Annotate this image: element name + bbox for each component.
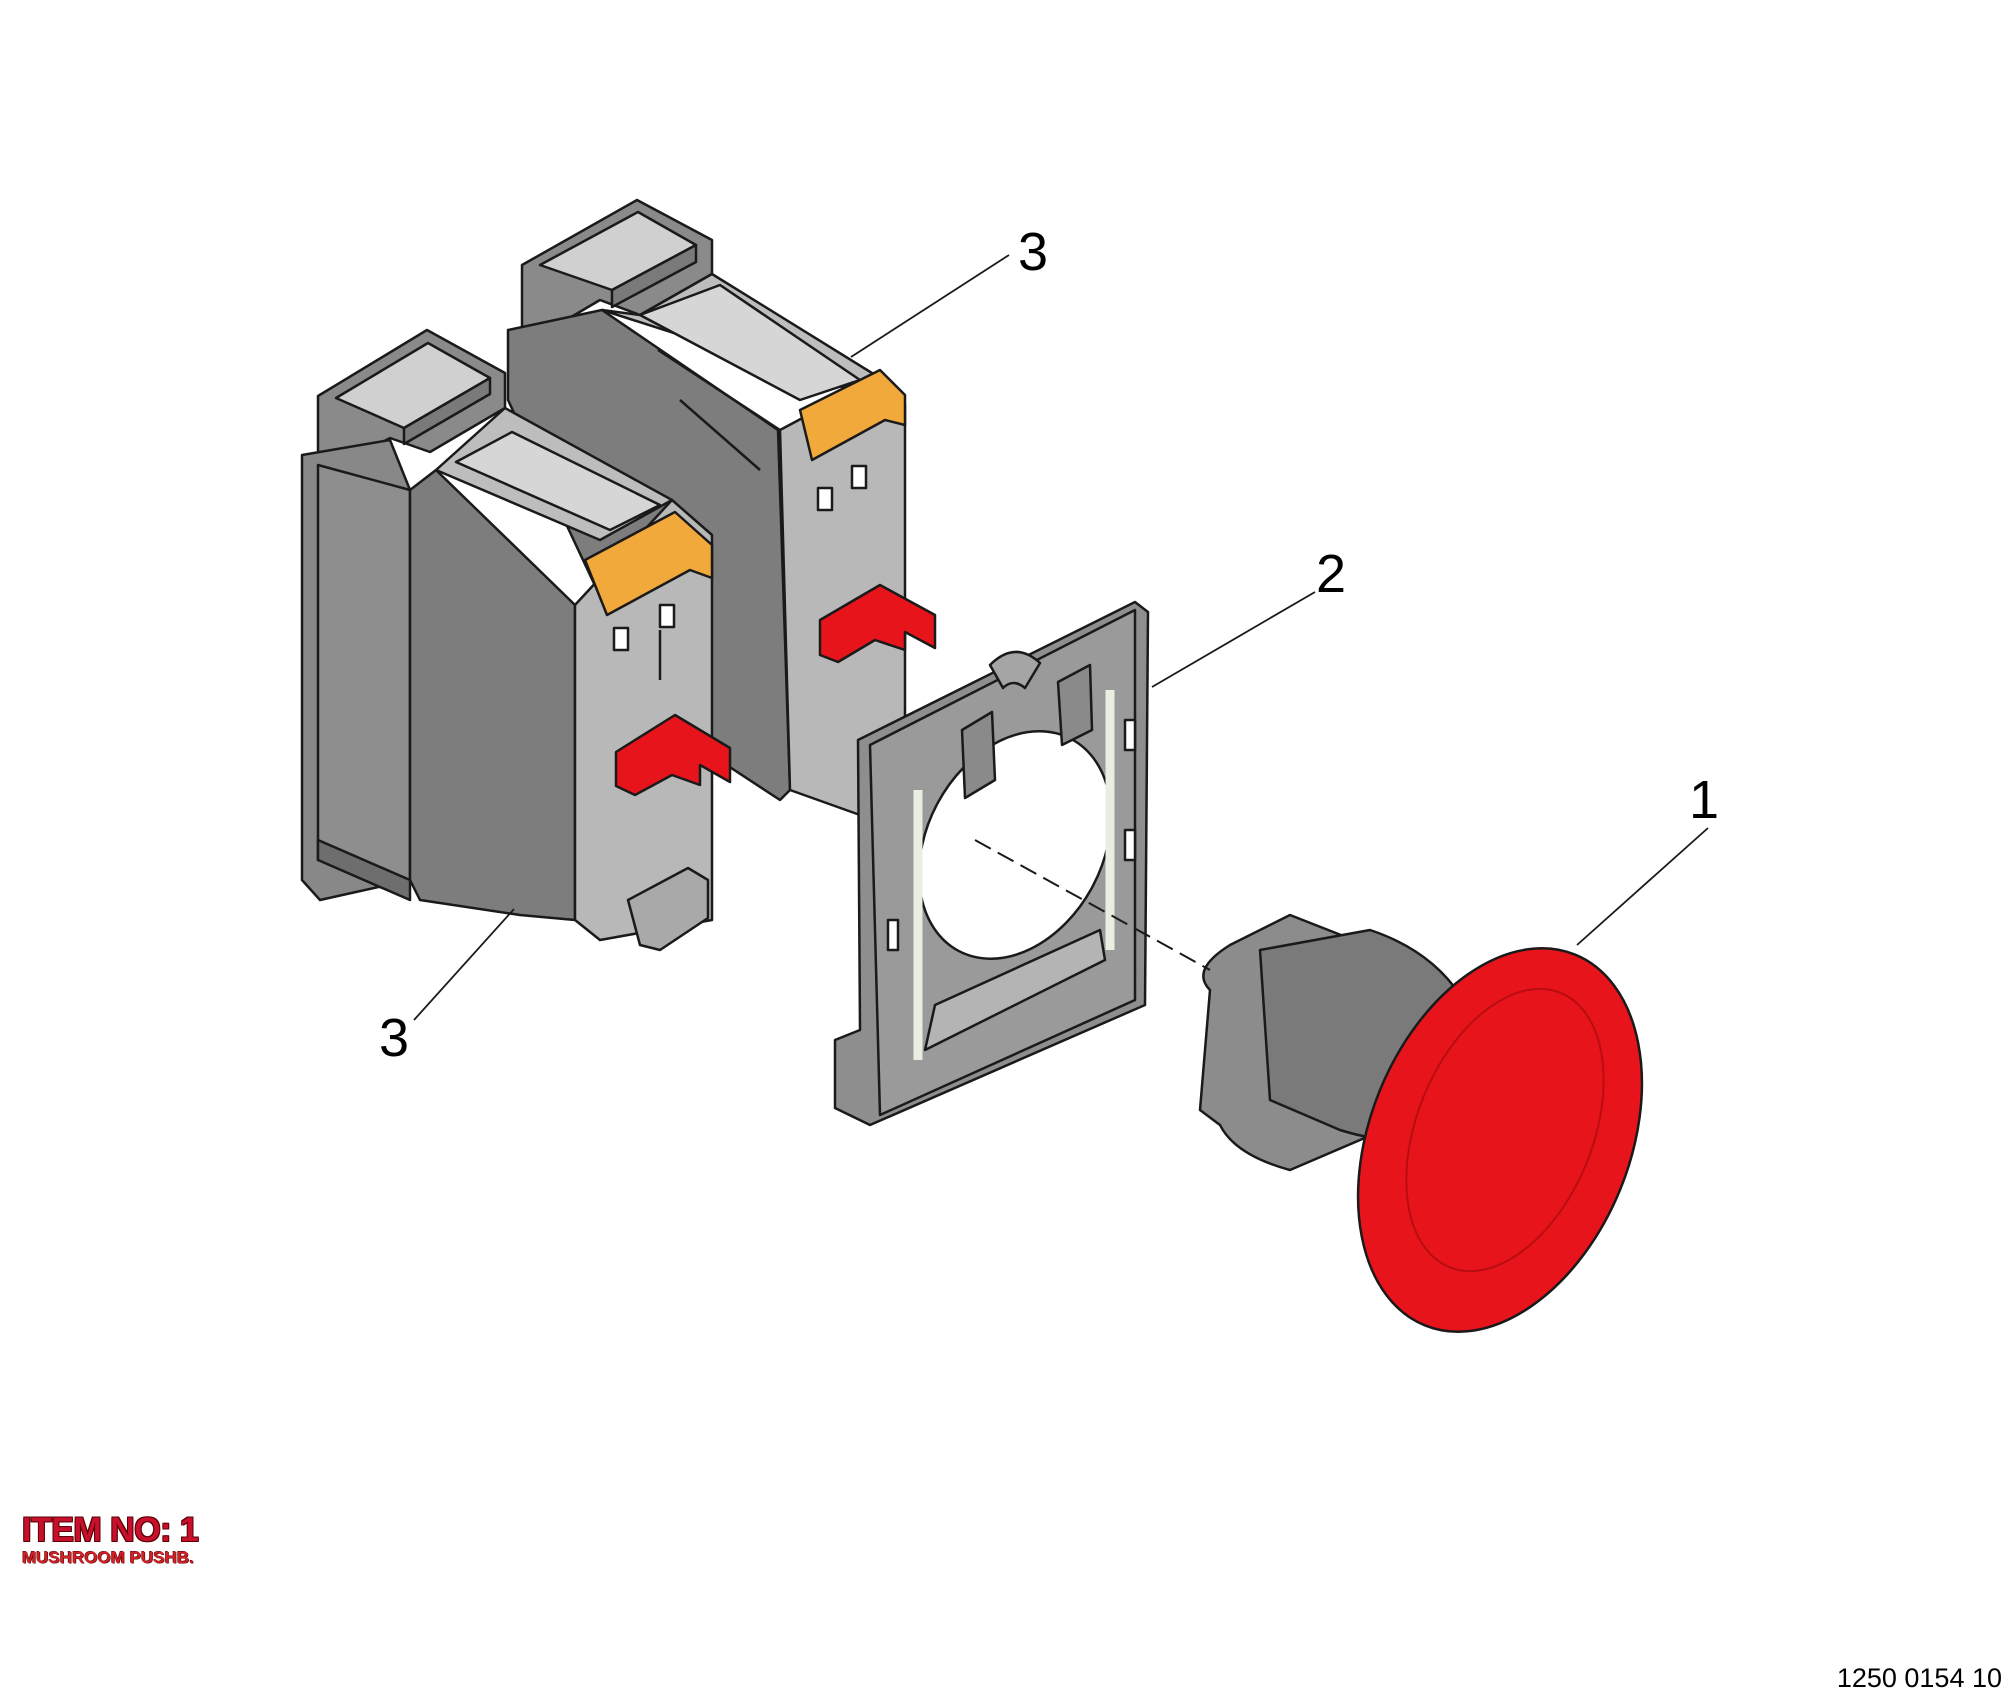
contact-block-front bbox=[300, 328, 732, 952]
mounting-collar bbox=[833, 600, 1150, 1127]
drawing-number: 1250 0154 10 bbox=[1836, 1663, 2002, 1693]
item-description: MUSHROOM PUSHB. bbox=[22, 1548, 194, 1567]
mushroom-head bbox=[1198, 913, 1644, 1333]
item-caption: ITEM NO: 1 MUSHROOM PUSHB. bbox=[22, 1511, 199, 1568]
callout-3-front: 3 bbox=[379, 1008, 409, 1068]
leader-3-front bbox=[413, 908, 515, 1021]
leader-1 bbox=[1576, 827, 1709, 946]
assembly-axis bbox=[974, 839, 1211, 971]
leader-lines bbox=[413, 254, 1709, 1021]
callout-3-rear: 3 bbox=[1018, 222, 1048, 282]
leader-3-rear bbox=[850, 254, 1010, 358]
callout-2: 2 bbox=[1316, 544, 1346, 604]
callout-1: 1 bbox=[1689, 770, 1719, 830]
leader-2 bbox=[1151, 591, 1316, 688]
item-number: ITEM NO: 1 bbox=[22, 1511, 199, 1549]
